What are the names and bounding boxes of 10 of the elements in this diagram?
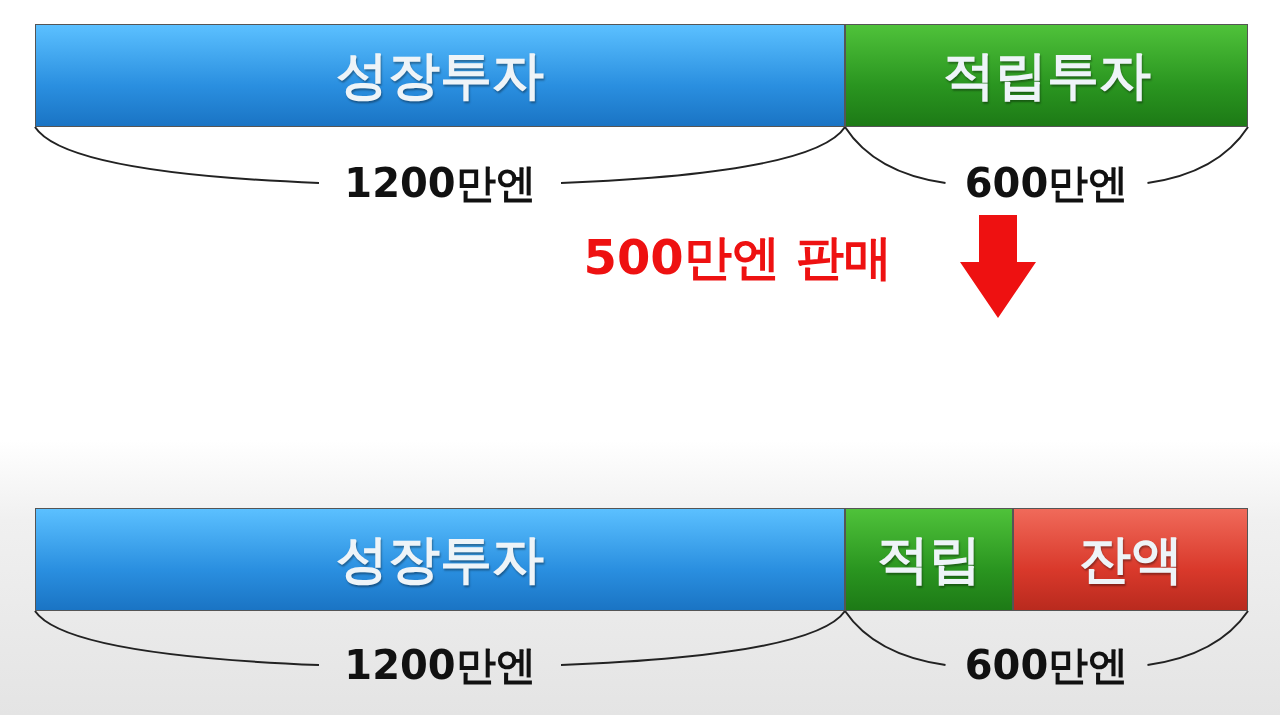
bar-segment: 적립 <box>845 508 1013 611</box>
amount-label: 1200만엔 <box>344 158 536 208</box>
bar-segment: 잔액 <box>1013 508 1248 611</box>
bar-segment: 성장투자 <box>35 24 845 127</box>
amount-label: 600만엔 <box>964 640 1129 690</box>
amount-label: 1200만엔 <box>344 640 536 690</box>
bar-segment: 성장투자 <box>35 508 845 611</box>
bar-segment: 적립투자 <box>845 24 1248 127</box>
amount-label: 600만엔 <box>964 158 1129 208</box>
sale-label: 500만엔 판매 <box>583 228 893 287</box>
